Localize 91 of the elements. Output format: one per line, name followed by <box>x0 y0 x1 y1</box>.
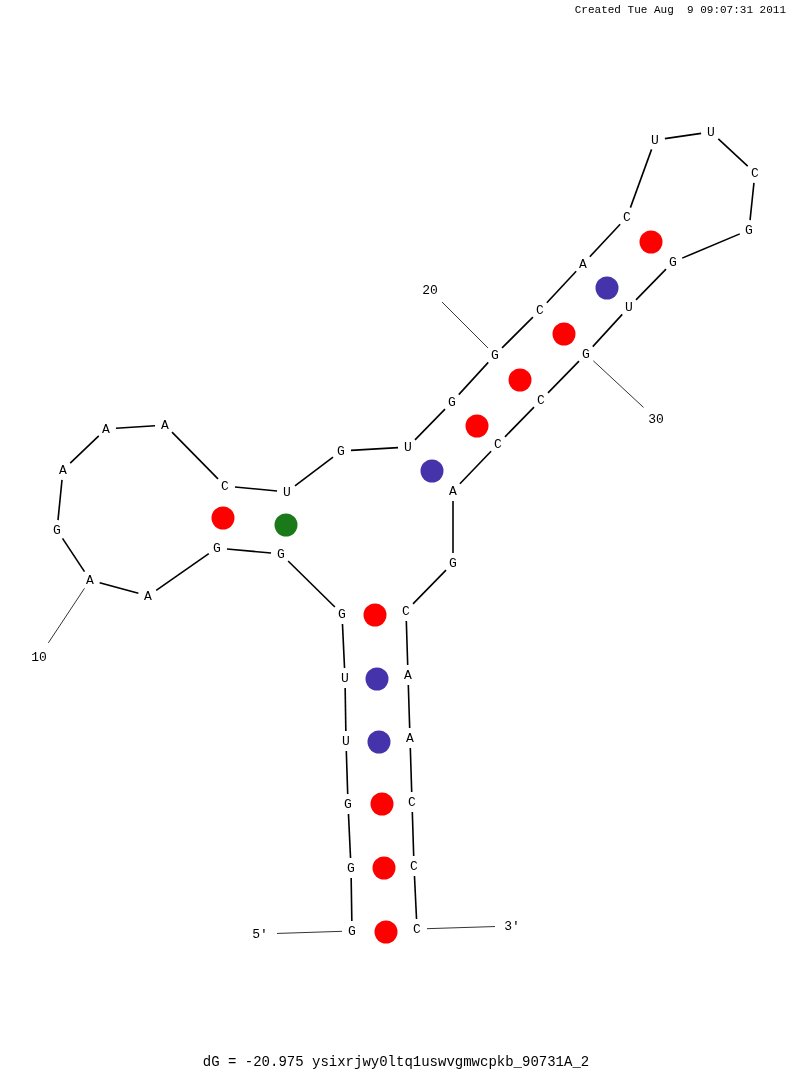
backbone-line <box>115 424 156 430</box>
backbone-line <box>350 446 399 452</box>
backbone-line <box>409 747 413 793</box>
backbone-line <box>635 268 667 301</box>
backbone-line <box>629 148 653 209</box>
position-number: 20 <box>422 283 438 297</box>
backbone-line <box>350 877 353 922</box>
timestamp-label: Created Tue Aug 9 09:07:31 2011 <box>574 3 786 18</box>
nucleotide-label: U <box>283 485 291 499</box>
nucleotide-label: C <box>408 795 416 809</box>
nucleotide-label: C <box>751 166 759 180</box>
caption: dG = -20.975 ysixrjwy0ltq1uswvgmwcpkb_90731A_2 <box>201 1053 591 1072</box>
backbone-line <box>341 623 346 669</box>
nucleotide-label: A <box>404 668 412 682</box>
nucleotide-label: G <box>448 395 456 409</box>
nucleotide-label: A <box>144 589 152 603</box>
nucleotide-label: A <box>449 484 457 498</box>
strand-end-label: 3′ <box>504 919 520 933</box>
backbone-line <box>407 684 411 729</box>
leader-line <box>441 301 489 349</box>
backbone-line <box>717 138 749 167</box>
nucleotide-label: U <box>404 440 412 454</box>
nucleotide-label: G <box>347 861 355 875</box>
nucleotide-label: C <box>402 604 410 618</box>
leader-line <box>426 926 496 930</box>
backbone-line <box>347 813 352 859</box>
nucleotide-label: G <box>53 523 61 537</box>
leader-line <box>276 930 343 934</box>
nucleotide-label: G <box>669 255 677 269</box>
nucleotide-label: A <box>102 422 110 436</box>
nucleotide-label: U <box>341 671 349 685</box>
nucleotide-label: G <box>344 797 352 811</box>
nucleotide-label: U <box>342 734 350 748</box>
position-number: 10 <box>31 650 47 664</box>
backbone-line <box>414 408 446 441</box>
backbone-line <box>589 223 621 258</box>
backbone-line <box>452 500 454 554</box>
nucleotide-label: C <box>623 210 631 224</box>
nucleotide-label: A <box>579 257 587 271</box>
backbone-line <box>457 361 490 396</box>
backbone-line <box>411 811 415 857</box>
nucleotide-label: C <box>413 922 421 936</box>
backbone-line <box>501 316 534 349</box>
leader-line <box>592 360 644 408</box>
backbone-line <box>546 270 577 304</box>
backbone-line <box>405 620 409 666</box>
nucleotide-label: C <box>536 303 544 317</box>
nucleotide-label: U <box>707 125 715 139</box>
backbone-line <box>61 537 86 573</box>
backbone-line <box>98 581 140 595</box>
nucleotide-label: G <box>348 924 356 938</box>
backbone-line <box>234 486 278 492</box>
nucleotide-label: G <box>491 348 499 362</box>
nucleotide-label: G <box>337 444 345 458</box>
nucleotide-label: G <box>449 556 457 570</box>
nucleotide-label: A <box>59 463 67 477</box>
backbone-line <box>504 406 535 438</box>
backbone-line <box>69 435 100 464</box>
backbone-line <box>294 456 334 487</box>
backbone-line <box>226 548 272 554</box>
backbone-line <box>547 360 580 394</box>
backbone-line <box>681 233 741 259</box>
leader-line <box>48 587 85 644</box>
backbone-line <box>459 450 492 485</box>
backbone-line <box>413 875 418 920</box>
position-number: 30 <box>648 412 664 426</box>
nucleotide-label: U <box>651 133 659 147</box>
backbone-line <box>344 687 347 732</box>
nucleotide-label: A <box>406 731 414 745</box>
backbone-line <box>155 552 210 592</box>
backbone-line <box>287 560 336 608</box>
nucleotide-label: A <box>161 418 169 432</box>
nucleotide-label: G <box>338 607 346 621</box>
nucleotide-label: C <box>537 393 545 407</box>
backbone-line <box>171 431 219 480</box>
nucleotide-label: U <box>625 300 633 314</box>
nucleotide-label: C <box>494 437 502 451</box>
nucleotide-label: C <box>410 859 418 873</box>
backbone-line <box>345 750 349 795</box>
nucleotide-label: G <box>213 541 221 555</box>
backbone-line <box>749 182 755 221</box>
nucleotide-label: G <box>745 223 753 237</box>
backbone-line <box>412 569 447 605</box>
nucleotide-label: A <box>86 573 94 587</box>
backbone-line <box>57 479 63 521</box>
nucleotide-label: C <box>221 479 229 493</box>
backbone-line <box>591 313 624 348</box>
strand-end-label: 5′ <box>252 927 268 941</box>
nucleotide-label: G <box>277 547 285 561</box>
backbone-line <box>664 132 702 140</box>
nucleotide-label: G <box>582 347 590 361</box>
